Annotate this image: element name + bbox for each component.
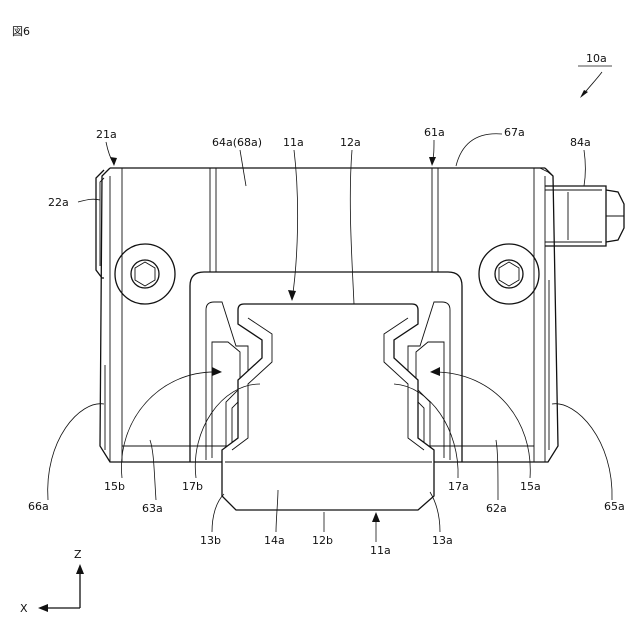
svg-text:13a: 13a <box>432 534 453 547</box>
svg-text:22a: 22a <box>48 196 69 209</box>
label-12b: 12b <box>312 512 333 547</box>
svg-text:14a: 14a <box>264 534 285 547</box>
left-bolt <box>115 244 175 304</box>
right-end-plate <box>540 168 553 450</box>
svg-text:64a(68a): 64a(68a) <box>212 136 262 149</box>
svg-text:15b: 15b <box>104 480 125 493</box>
label-21a: 21a <box>96 128 117 166</box>
label-11a-top: 11a <box>283 136 304 301</box>
svg-text:11a: 11a <box>283 136 304 149</box>
guide-rail <box>222 304 434 510</box>
label-13b: 13b <box>200 494 224 547</box>
label-62a: 62a <box>486 440 507 515</box>
label-63a: 63a <box>142 440 163 515</box>
svg-text:62a: 62a <box>486 502 507 515</box>
label-22a: 22a <box>48 196 100 209</box>
axis-x-label: X <box>20 602 28 615</box>
assembly-ref-label: 10a <box>586 52 607 65</box>
label-66a: 66a <box>28 404 104 513</box>
right-bolt <box>479 244 539 304</box>
svg-text:67a: 67a <box>504 126 525 139</box>
label-13a: 13a <box>430 492 453 547</box>
label-12a: 12a <box>340 136 361 304</box>
label-84a: 84a <box>570 136 591 186</box>
figure-caption: 図6 <box>12 25 30 38</box>
svg-text:17a: 17a <box>448 480 469 493</box>
svg-text:65a: 65a <box>604 500 625 513</box>
label-67a: 67a <box>456 126 525 166</box>
svg-text:84a: 84a <box>570 136 591 149</box>
svg-text:17b: 17b <box>182 480 203 493</box>
label-11a-bottom: 11a <box>370 512 391 557</box>
svg-text:21a: 21a <box>96 128 117 141</box>
axis-z-label: Z <box>74 548 82 561</box>
axis-indicator: Z X <box>20 548 84 615</box>
label-64a68a: 64a(68a) <box>212 136 262 186</box>
svg-text:11a: 11a <box>370 544 391 557</box>
svg-text:13b: 13b <box>200 534 221 547</box>
label-65a: 65a <box>552 404 625 513</box>
grease-nipple <box>545 186 624 246</box>
svg-text:12a: 12a <box>340 136 361 149</box>
label-61a: 61a <box>424 126 445 166</box>
svg-text:15a: 15a <box>520 480 541 493</box>
svg-text:61a: 61a <box>424 126 445 139</box>
svg-text:66a: 66a <box>28 500 49 513</box>
svg-text:63a: 63a <box>142 502 163 515</box>
svg-text:12b: 12b <box>312 534 333 547</box>
label-15a: 15a <box>430 367 541 493</box>
assembly-ref-arrow <box>580 72 602 98</box>
